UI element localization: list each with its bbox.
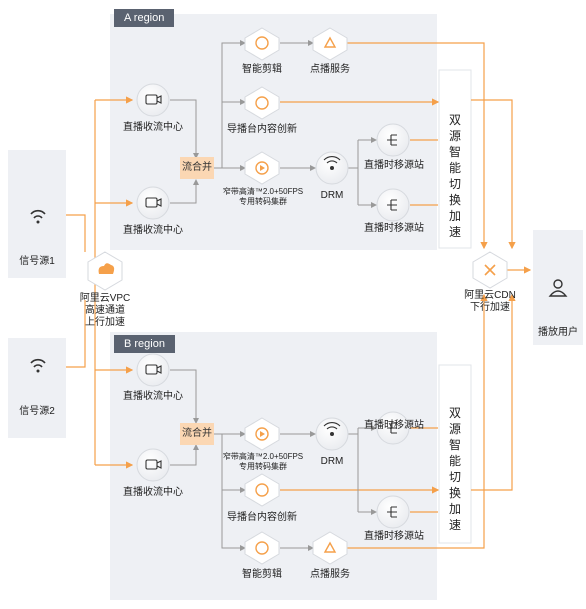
origin-node-b1 <box>376 411 410 445</box>
cdn-node <box>472 251 508 289</box>
vod-node-b <box>312 531 348 565</box>
transcode-label-b: 窄带高清™2.0+50FPS 专用转码集群 <box>217 452 309 472</box>
wifi-icon <box>30 358 46 373</box>
transcode-label-a-line2: 专用转码集群 <box>239 197 287 206</box>
ingest-node-a1 <box>136 83 170 117</box>
camera-icon <box>145 197 158 208</box>
source1-box <box>8 150 66 278</box>
ingest-b1-label: 直播收流中心 <box>123 391 183 402</box>
ingest-a2-label: 直播收流中心 <box>123 225 183 236</box>
camera-icon <box>145 364 158 375</box>
transcode-label-b-line2: 专用转码集群 <box>239 462 287 471</box>
vpc-label: 阿里云VPC 高速通道 上行加速 <box>70 293 140 329</box>
network-icon <box>387 506 397 518</box>
camera-icon <box>145 94 158 105</box>
drm-icon <box>330 432 334 436</box>
director-icon <box>255 483 269 497</box>
transcode-node-b <box>244 417 280 451</box>
transcode-label-a: 窄带高清™2.0+50FPS 专用转码集群 <box>217 187 309 207</box>
vod-node-a <box>312 27 348 61</box>
scissors-icon <box>255 541 269 555</box>
edit-label-a: 智能剪辑 <box>242 64 282 75</box>
drm-label-b: DRM <box>320 456 344 467</box>
transcode-icon <box>255 161 269 175</box>
source1-label: 信号源1 <box>19 256 55 267</box>
play-icon <box>323 541 337 553</box>
edit-node-a <box>244 27 280 61</box>
drm-icon <box>330 166 334 170</box>
origin-label-a2: 直播时移源站 <box>364 223 424 234</box>
vpc-label-line1: 阿里云VPC <box>79 293 131 304</box>
director-label-b: 导播台内容创新 <box>227 512 297 523</box>
switch-box-b <box>438 364 472 544</box>
merge-box-a: 流合并 <box>180 157 214 179</box>
origin-label-b2: 直播时移源站 <box>364 531 424 542</box>
cloud-icon <box>98 263 115 274</box>
transcode-label-a-line1: 窄带高清™2.0+50FPS <box>222 187 304 196</box>
network-icon <box>387 199 397 211</box>
origin-label-b1: 直播时移源站 <box>364 420 424 431</box>
region-a-tag: A region <box>114 9 175 27</box>
origin-label-a1: 直播时移源站 <box>364 160 424 171</box>
grey-lines <box>170 40 377 551</box>
vpc-label-line2: 高速通道 <box>85 305 125 316</box>
ingest-node-b2 <box>136 448 170 482</box>
wifi-icon <box>30 209 46 224</box>
cdn-label-line1: 阿里云CDN <box>464 290 516 301</box>
region-b-tag: B region <box>114 335 175 353</box>
drm-node-b <box>315 417 349 451</box>
network-icon <box>387 422 397 434</box>
transcode-icon <box>255 427 269 441</box>
network-icon <box>387 134 397 146</box>
user-icon <box>548 279 568 297</box>
source2-box <box>8 338 66 438</box>
transcode-label-b-line1: 窄带高清™2.0+50FPS <box>222 452 304 461</box>
director-icon <box>255 96 269 110</box>
director-node-a <box>244 86 280 120</box>
user-label: 播放用户 <box>538 327 578 338</box>
ingest-b2-label: 直播收流中心 <box>123 487 183 498</box>
drm-label-a: DRM <box>320 190 344 201</box>
vpc-label-line3: 上行加速 <box>85 317 125 328</box>
edit-label-b: 智能剪辑 <box>242 569 282 580</box>
scissors-icon <box>255 36 269 50</box>
origin-node-a1 <box>376 123 410 157</box>
transcode-node-a <box>244 151 280 185</box>
switch-label-a: 双源智能切换加速 <box>448 113 461 239</box>
cdn-label: 阿里云CDN 下行加速 <box>458 290 522 314</box>
edit-node-b <box>244 531 280 565</box>
cdn-icon <box>484 264 496 276</box>
vod-label-b: 点播服务 <box>310 569 350 580</box>
play-icon <box>323 36 337 48</box>
ingest-node-a2 <box>136 186 170 220</box>
switch-box-a <box>438 69 472 249</box>
cdn-label-line2: 下行加速 <box>470 302 510 313</box>
drm-node-a <box>315 151 349 185</box>
ingest-node-b1 <box>136 353 170 387</box>
origin-node-b2 <box>376 495 410 529</box>
source2-label: 信号源2 <box>19 406 55 417</box>
director-node-b <box>244 473 280 507</box>
origin-node-a2 <box>376 188 410 222</box>
vpc-node <box>87 251 123 291</box>
camera-icon <box>145 459 158 470</box>
switch-label-b: 双源智能切换加速 <box>448 406 461 532</box>
vod-label-a: 点播服务 <box>310 64 350 75</box>
ingest-a1-label: 直播收流中心 <box>123 122 183 133</box>
merge-box-b: 流合并 <box>180 423 214 445</box>
director-label-a: 导播台内容创新 <box>227 124 297 135</box>
